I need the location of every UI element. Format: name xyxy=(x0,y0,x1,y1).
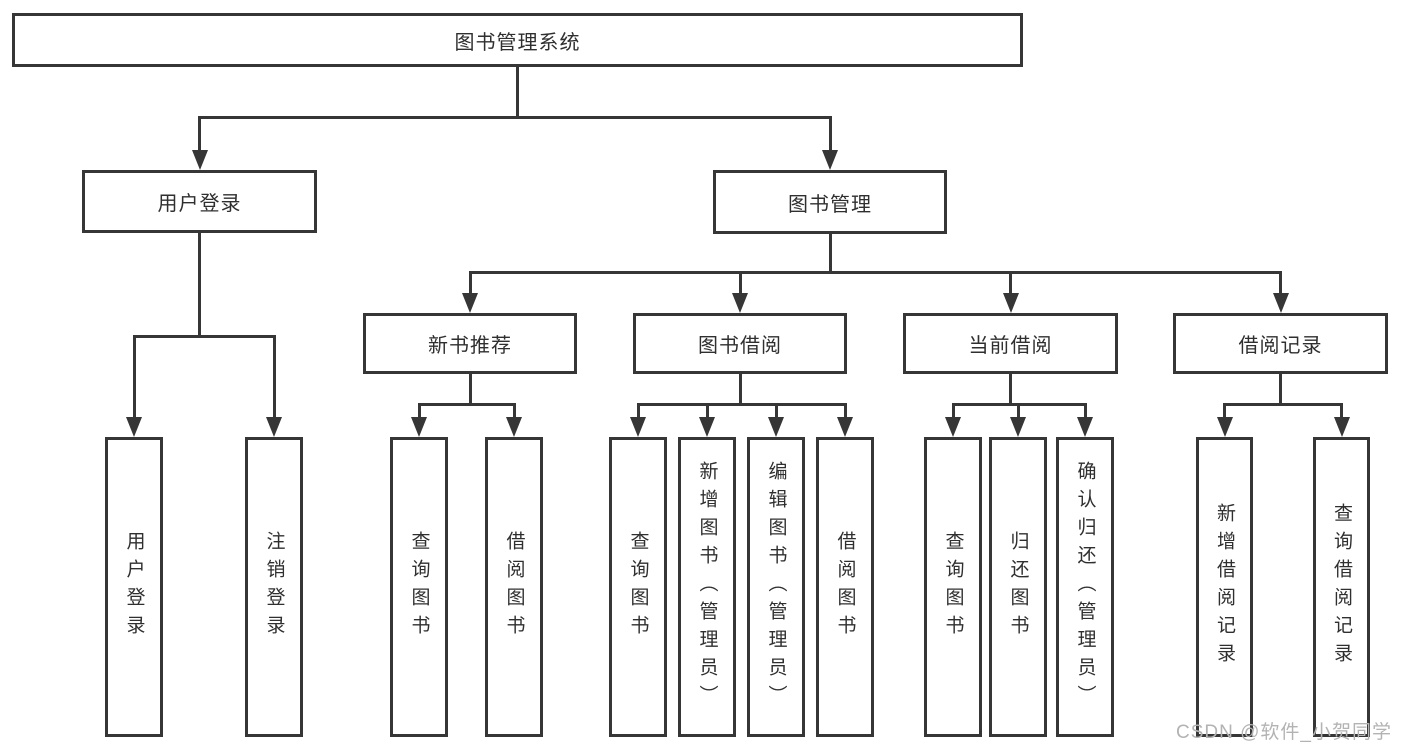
node-leaf-add-borrow-record: 新增借阅记录 xyxy=(1196,437,1253,737)
connector-drop xyxy=(738,272,742,299)
connector-bar xyxy=(198,116,832,119)
node-library-management-system: 图书管理系统 xyxy=(12,13,1023,67)
connector-drop xyxy=(272,336,276,423)
arrow-down-icon xyxy=(411,417,427,437)
connector-bar xyxy=(468,270,1282,274)
connector-drop xyxy=(1340,404,1343,423)
connector-drop xyxy=(1016,404,1020,423)
node-leaf-user-login: 用户登录 xyxy=(105,437,163,737)
node-book-management: 图书管理 xyxy=(713,170,947,234)
arrow-down-icon xyxy=(126,417,142,437)
node-leaf-borrow-books-recommend: 借阅图书 xyxy=(485,437,543,737)
connector-drop xyxy=(1279,272,1282,299)
arrow-down-icon xyxy=(837,417,853,437)
arrow-down-icon xyxy=(506,417,522,437)
arrow-down-icon xyxy=(1333,417,1350,437)
connector-bar xyxy=(417,402,516,406)
connector-drop xyxy=(1223,404,1226,423)
arrow-down-icon xyxy=(768,417,784,437)
node-borrowing-records: 借阅记录 xyxy=(1173,313,1388,374)
node-user-login: 用户登录 xyxy=(82,170,317,233)
connector-drop xyxy=(198,117,201,156)
node-leaf-logout: 注销登录 xyxy=(245,437,303,737)
watermark: CSDN @软件_小贺同学 xyxy=(1176,722,1392,743)
arrow-down-icon xyxy=(1077,417,1093,437)
connector-bar xyxy=(1223,402,1343,406)
node-leaf-return-books: 归还图书 xyxy=(989,437,1047,737)
connector-bar xyxy=(132,334,276,338)
connector-drop xyxy=(951,404,955,423)
node-leaf-query-books-current: 查询图书 xyxy=(924,437,982,737)
node-book-borrowing: 图书借阅 xyxy=(633,313,847,374)
connector-drop xyxy=(774,404,778,423)
connector-drop xyxy=(828,117,832,156)
connector-stem xyxy=(468,374,472,406)
arrow-down-icon xyxy=(462,293,478,313)
arrow-down-icon xyxy=(1216,417,1233,437)
connector-bar xyxy=(636,402,847,406)
node-leaf-edit-books-admin: 编辑图书（管理员） xyxy=(747,437,805,737)
node-leaf-query-books-borrowing: 查询图书 xyxy=(609,437,667,737)
arrow-down-icon xyxy=(699,417,715,437)
connector-stem xyxy=(198,233,201,338)
connector-drop xyxy=(705,404,709,423)
arrow-down-icon xyxy=(191,150,208,170)
arrow-down-icon xyxy=(1272,293,1289,313)
connector-stem xyxy=(1279,374,1282,406)
arrow-down-icon xyxy=(266,417,282,437)
connector-drop xyxy=(1009,272,1012,299)
node-new-book-recommendation: 新书推荐 xyxy=(363,313,577,374)
node-leaf-borrow-books: 借阅图书 xyxy=(816,437,874,737)
node-leaf-query-books-recommend: 查询图书 xyxy=(390,437,448,737)
connector-stem xyxy=(516,66,519,119)
node-leaf-query-borrow-record: 查询借阅记录 xyxy=(1313,437,1370,737)
arrow-down-icon xyxy=(630,417,646,437)
node-leaf-add-books-admin: 新增图书（管理员） xyxy=(678,437,736,737)
arrow-down-icon xyxy=(822,150,838,170)
node-leaf-confirm-return-admin: 确认归还（管理员） xyxy=(1056,437,1114,737)
connector-drop xyxy=(468,272,472,299)
arrow-down-icon xyxy=(732,293,748,313)
connector-drop xyxy=(1083,404,1087,423)
connector-drop xyxy=(843,404,847,423)
node-current-borrowing: 当前借阅 xyxy=(903,313,1118,374)
arrow-down-icon xyxy=(1002,293,1019,313)
connector-drop xyxy=(636,404,640,423)
connector-stem xyxy=(738,374,742,406)
connector-drop xyxy=(417,404,421,423)
arrow-down-icon xyxy=(1010,417,1026,437)
connector-stem xyxy=(828,234,832,274)
connector-drop xyxy=(132,336,136,423)
arrow-down-icon xyxy=(945,417,961,437)
connector-stem xyxy=(1009,374,1012,406)
connector-drop xyxy=(512,404,516,423)
